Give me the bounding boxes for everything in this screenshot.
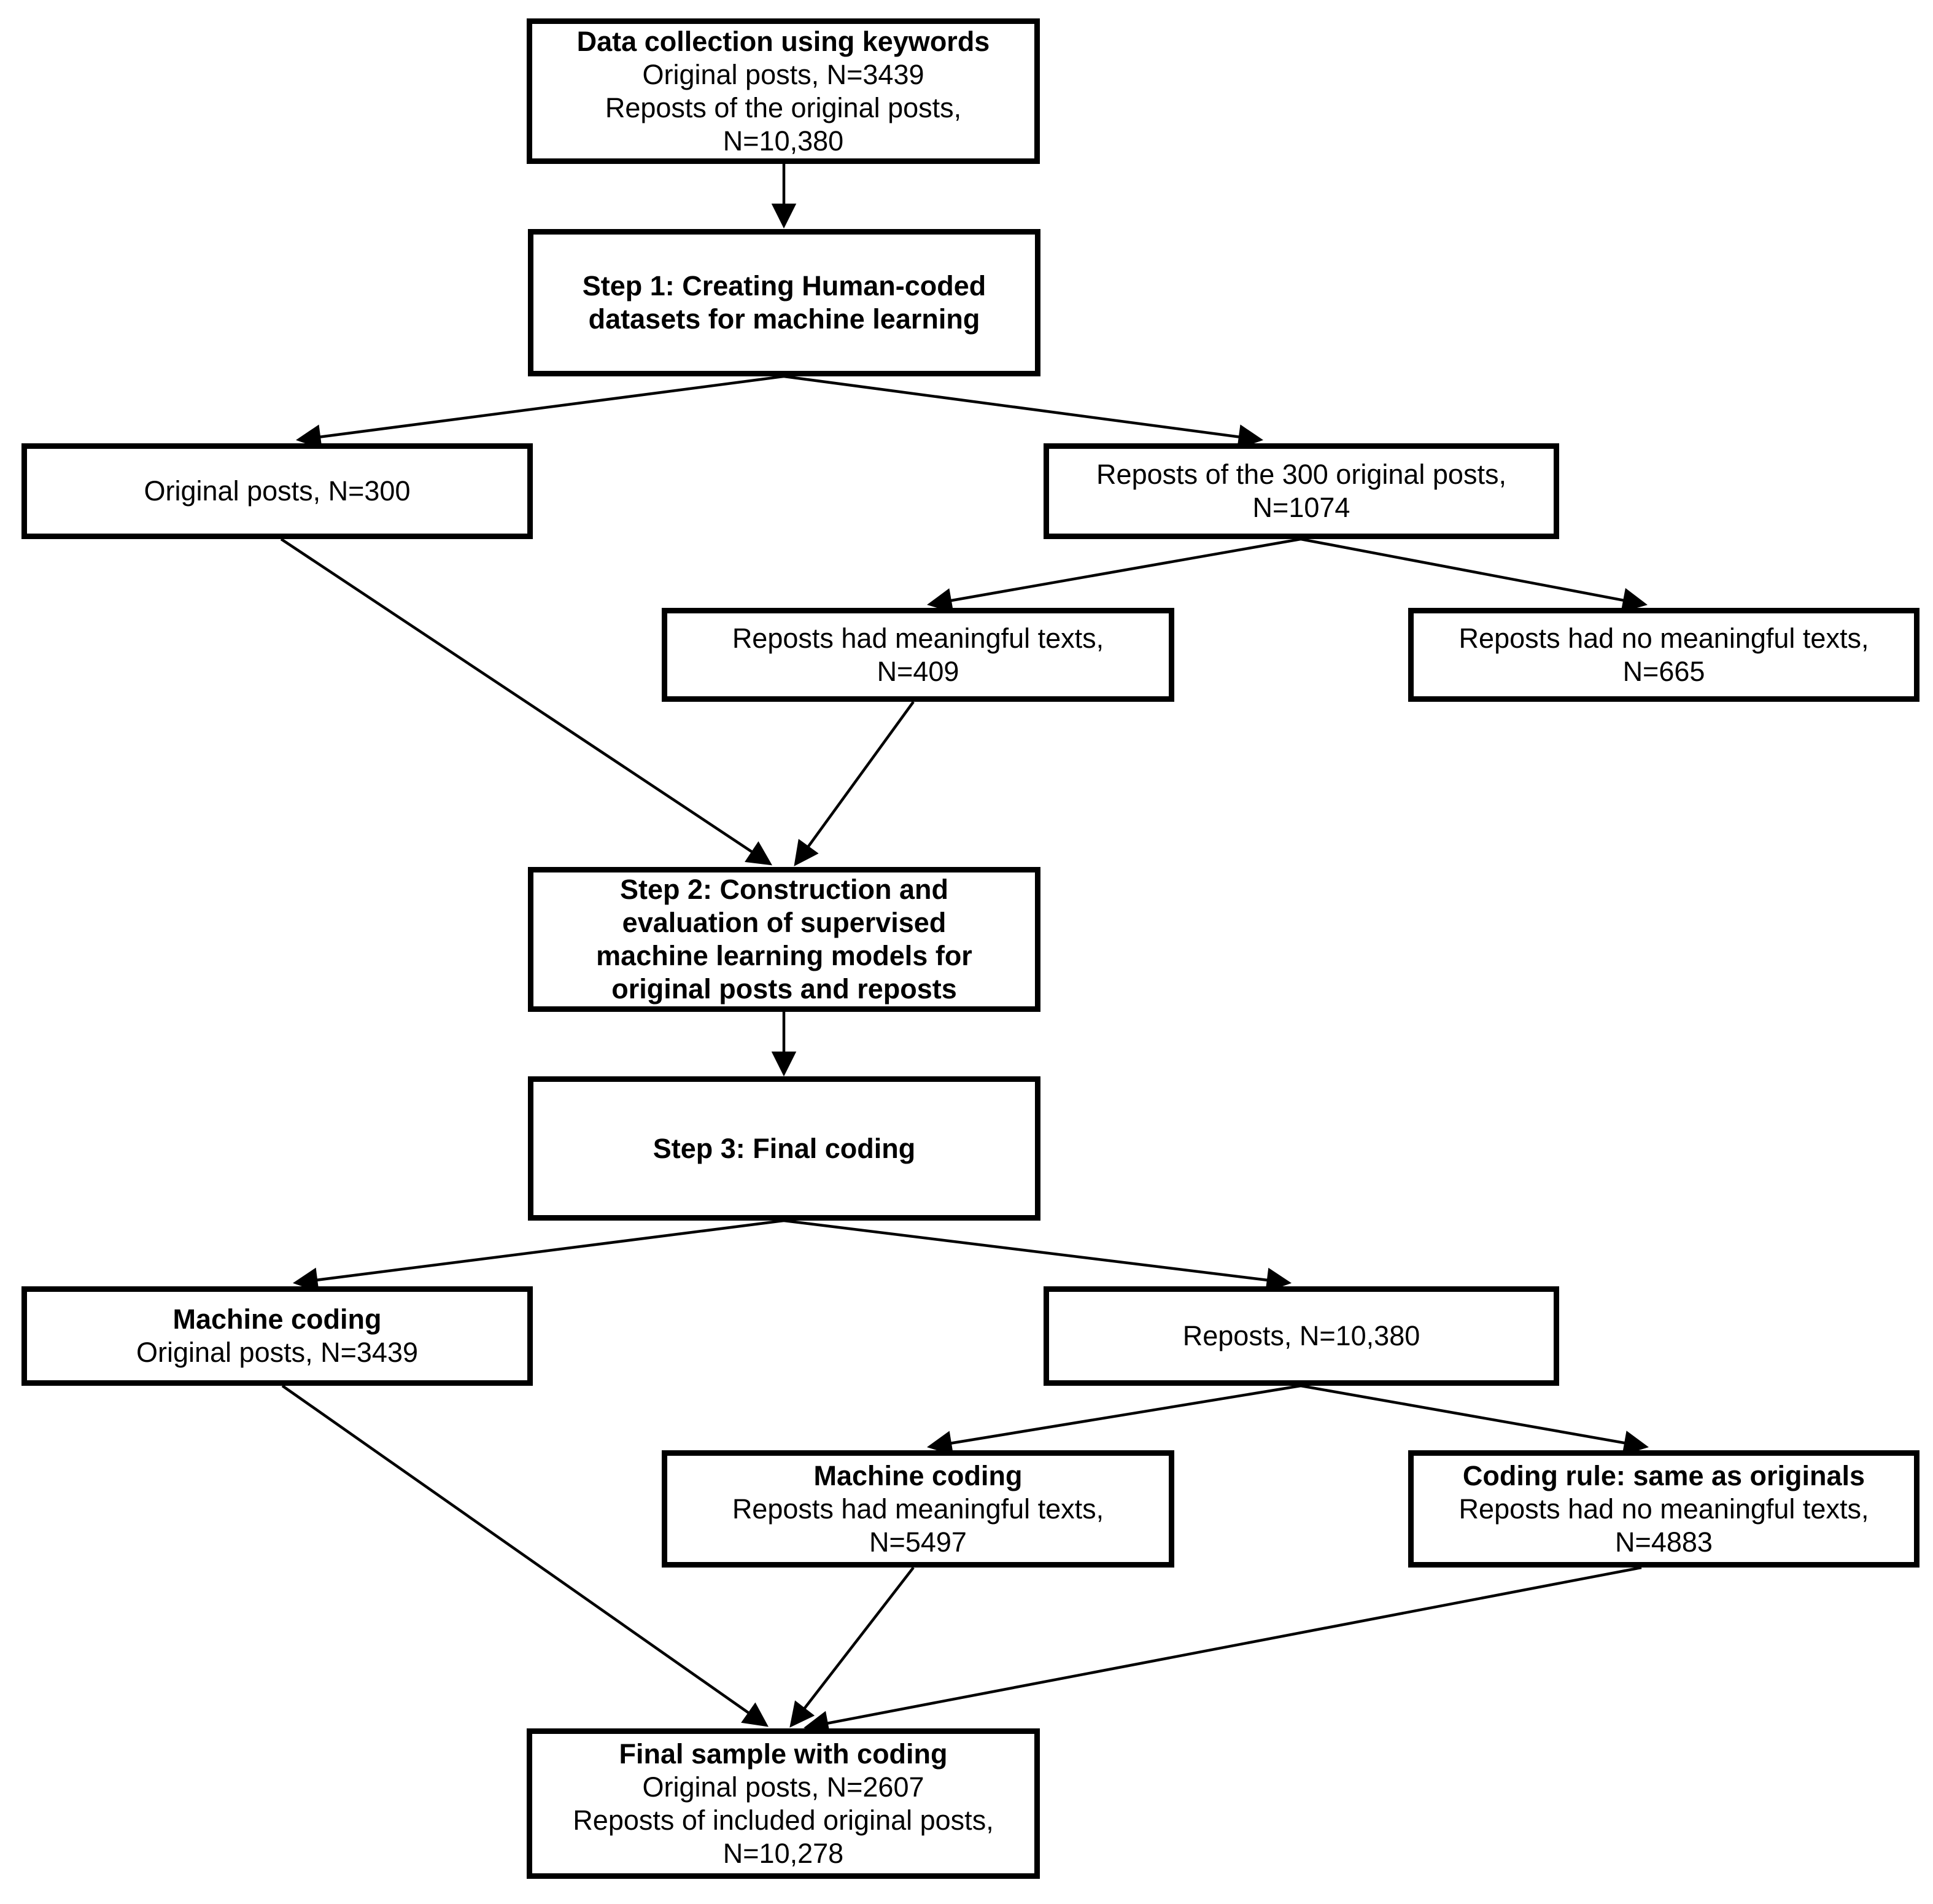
node-meaningful-409: Reposts had meaningful texts, N=409: [662, 608, 1174, 702]
node-line: Reposts of the 300 original posts,: [1096, 459, 1506, 490]
arrow-step3-to-reposts-10380: [783, 1219, 1292, 1292]
node-line: N=1074: [1252, 492, 1350, 523]
node-reposts-10380: Reposts, N=10,380: [1044, 1286, 1559, 1386]
node-line: Reposts of the original posts,: [605, 91, 962, 123]
node-reposts-1074: Reposts of the 300 original posts, N=107…: [1044, 443, 1559, 539]
node-line: Original posts, N=2607: [642, 1771, 924, 1803]
arrow-coding-rule-to-final: [804, 1566, 1642, 1736]
arrow-step1-to-original-300: [295, 375, 784, 449]
node-line: Reposts, N=10,380: [1182, 1320, 1420, 1351]
arrow-meaningful-409-to-step2: [794, 701, 915, 866]
arrow-machine-coding-reposts-to-final: [789, 1566, 915, 1728]
node-line: N=10,278: [722, 1837, 844, 1869]
node-title: Step 3: Final coding: [653, 1132, 916, 1164]
node-title: Step 1: Creating Human-coded: [582, 270, 986, 301]
arrow-reposts-10380-to-coding-rule: [1300, 1384, 1649, 1455]
node-step3: Step 3: Final coding: [528, 1076, 1040, 1221]
node-title: datasets for machine learning: [588, 303, 980, 335]
node-line: N=10,380: [722, 125, 844, 157]
node-line: Reposts had meaningful texts,: [732, 622, 1104, 654]
node-no-meaningful-665: Reposts had no meaningful texts, N=665: [1408, 608, 1919, 702]
node-title: machine learning models for: [596, 940, 972, 971]
arrow-step1-to-reposts-1074: [783, 375, 1264, 449]
arrow-reposts-1074-to-meaningful-409: [927, 537, 1301, 613]
node-line: Reposts had meaningful texts,: [732, 1493, 1104, 1525]
node-title: Coding rule: same as originals: [1462, 1459, 1865, 1491]
node-coding-rule: Coding rule: same as originals Reposts h…: [1408, 1450, 1919, 1568]
node-title: Final sample with coding: [619, 1738, 948, 1770]
node-step1: Step 1: Creating Human-coded datasets fo…: [528, 229, 1040, 376]
node-machine-coding-originals: Machine coding Original posts, N=3439: [21, 1286, 533, 1386]
node-line: N=4883: [1615, 1526, 1713, 1558]
node-original-300: Original posts, N=300: [21, 443, 533, 539]
node-title: Step 2: Construction and: [619, 874, 948, 905]
arrow-machine-coding-originals-to-final: [281, 1385, 769, 1727]
node-line: N=409: [877, 655, 959, 687]
node-title: Machine coding: [813, 1459, 1023, 1491]
node-line: Reposts had no meaningful texts,: [1458, 622, 1869, 654]
arrow-reposts-1074-to-no-meaningful-665: [1300, 537, 1648, 613]
arrow-original-300-to-step2: [280, 538, 773, 866]
node-title: evaluation of supervised: [622, 907, 947, 938]
arrow-reposts-10380-to-machine-coding-reposts: [927, 1384, 1301, 1456]
node-step2: Step 2: Construction and evaluation of s…: [528, 867, 1040, 1012]
node-title: original posts and reposts: [611, 973, 957, 1004]
node-line: Reposts of included original posts,: [573, 1804, 994, 1836]
arrow-step3-to-machine-coding-originals: [292, 1219, 784, 1292]
node-title: Machine coding: [172, 1304, 382, 1335]
node-line: Original posts, N=3439: [136, 1337, 418, 1368]
node-line: Reposts had no meaningful texts,: [1458, 1493, 1869, 1525]
node-final-sample: Final sample with coding Original posts,…: [527, 1728, 1040, 1879]
node-data-collection: Data collection using keywords Original …: [527, 18, 1040, 164]
node-line: N=665: [1622, 655, 1705, 687]
node-line: N=5497: [869, 1526, 967, 1558]
node-machine-coding-reposts: Machine coding Reposts had meaningful te…: [662, 1450, 1174, 1568]
node-line: Original posts, N=3439: [642, 58, 924, 90]
node-line: Original posts, N=300: [144, 475, 411, 507]
node-title: Data collection using keywords: [576, 25, 990, 57]
